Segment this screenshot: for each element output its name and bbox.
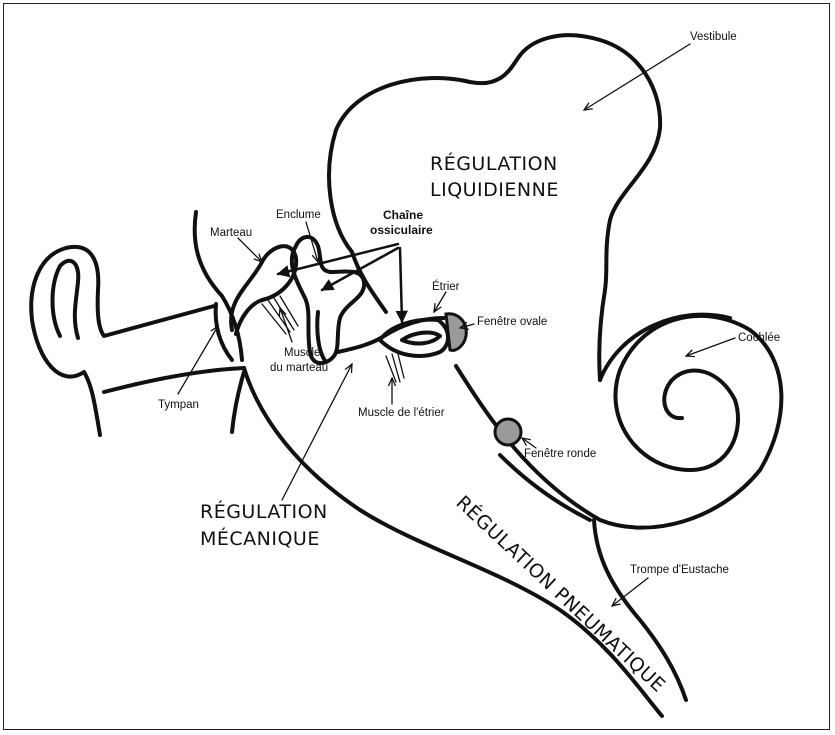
label-tympan: Tympan [158, 399, 199, 411]
label-marteau: Marteau [210, 227, 252, 239]
stapes-arch-inner [402, 333, 440, 344]
label-muscle-marteau-line1: Muscle [284, 347, 320, 359]
label-chaine-line2: ossiculaire [370, 223, 433, 237]
label-fenetre-ovale: Fenêtre ovale [477, 316, 547, 328]
label-enclume: Enclume [276, 209, 321, 221]
label-fenetre-ronde: Fenêtre ronde [524, 448, 596, 460]
region-mecanique-line1: RÉGULATION [200, 500, 328, 523]
malleus-bone [231, 246, 296, 334]
pinna-inner-fold [53, 261, 79, 338]
arrow-fenetre-ronde [522, 438, 536, 448]
label-etrier: Étrier [432, 280, 460, 293]
arrow-regulation-mecanique [282, 364, 352, 500]
label-vestibule: Vestibule [690, 31, 737, 43]
oval-window [446, 314, 466, 351]
label-muscle-marteau-line2: du marteau [270, 362, 328, 374]
region-pneumatique: RÉGULATION PNEUMATIQUE [452, 491, 671, 697]
round-window [495, 419, 521, 445]
region-mecanique-line2: MÉCANIQUE [200, 527, 320, 550]
label-cochlee: Cochlée [738, 332, 780, 344]
region-liquidienne-line1: RÉGULATION [430, 152, 558, 175]
label-chaine-line1: Chaîne [383, 208, 423, 222]
vestibule-outline [329, 35, 660, 380]
arrow-etrier [434, 292, 446, 312]
stapes-muscle-hatch [386, 354, 404, 382]
vestibule-bottom [352, 252, 386, 312]
eustachian-tube-inner [500, 455, 590, 520]
label-muscle-etrier: Muscle de l'étrier [358, 407, 445, 419]
arrow-marteau [238, 238, 262, 262]
region-liquidienne-line2: LIQUIDIENNE [430, 179, 559, 201]
arrow-cochlee [686, 338, 735, 356]
skull-lower-contour [232, 372, 244, 432]
ear-canal-lower [104, 368, 244, 392]
chaine-arrow-etrier [400, 248, 402, 322]
arrow-vestibule [584, 44, 690, 110]
arrow-tympan [178, 326, 218, 394]
malleus-muscle-hatch [262, 296, 298, 334]
label-trompe: Trompe d'Eustache [630, 564, 729, 576]
